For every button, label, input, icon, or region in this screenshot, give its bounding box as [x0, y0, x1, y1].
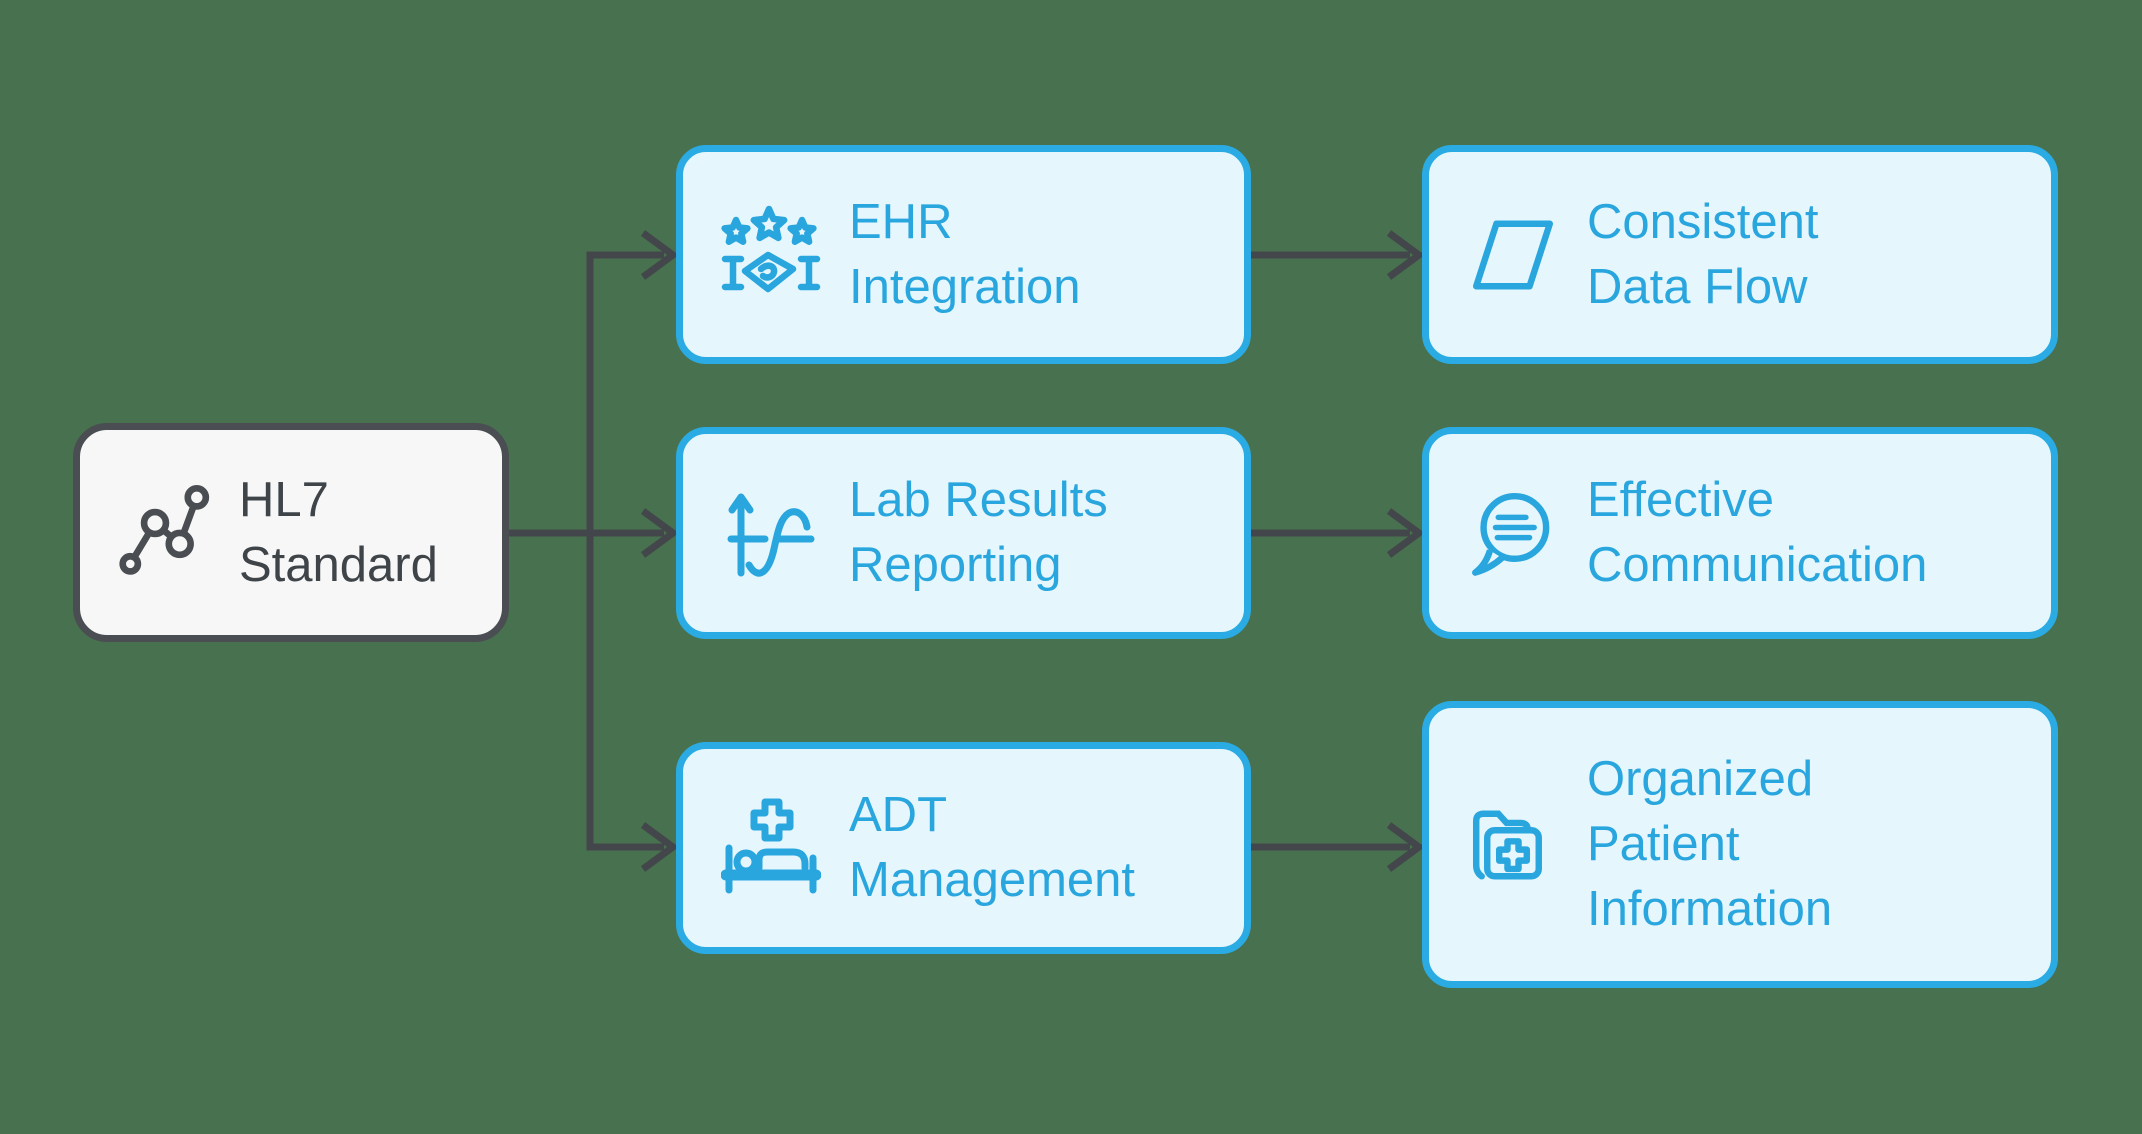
connector-root-branch [586, 251, 664, 851]
stars-handshake-icon [721, 205, 821, 305]
speech-bubble-icon [1467, 487, 1559, 579]
medical-folder-icon [1467, 799, 1559, 891]
arrowhead-to-effective [1386, 508, 1425, 558]
node-effective-communication: Effective Communication [1422, 427, 2058, 639]
node-label-hl7-standard: HL7 Standard [239, 472, 438, 592]
arrowhead-to-organized [1386, 822, 1425, 872]
parallelogram-icon [1467, 209, 1559, 301]
arrowhead-to-adt [640, 822, 679, 872]
node-organized-patient-information: Organized Patient Information [1422, 701, 2058, 988]
node-ehr-integration: EHR Integration [676, 145, 1251, 364]
node-lab-results-reporting: Lab Results Reporting [676, 427, 1251, 639]
hospital-bed-icon [721, 798, 821, 898]
arrowhead-to-consistent [1386, 230, 1425, 280]
node-label-effective-communication: Effective Communication [1587, 473, 1928, 592]
node-adt-management: ADT Management [676, 742, 1251, 954]
node-label-ehr-integration: EHR Integration [849, 194, 1081, 314]
arrowhead-to-lab [640, 508, 679, 558]
network-graph-icon [117, 485, 212, 580]
sine-chart-icon [721, 483, 821, 583]
node-label-consistent-data-flow: Consistent Data Flow [1587, 194, 1819, 314]
node-label-lab-results-reporting: Lab Results Reporting [849, 473, 1108, 592]
arrowhead-to-ehr [640, 230, 679, 280]
node-label-organized-patient-information: Organized Patient Information [1587, 752, 1833, 936]
node-hl7-standard: HL7 Standard [73, 423, 509, 642]
node-label-adt-management: ADT Management [849, 788, 1136, 907]
node-consistent-data-flow: Consistent Data Flow [1422, 145, 2058, 364]
